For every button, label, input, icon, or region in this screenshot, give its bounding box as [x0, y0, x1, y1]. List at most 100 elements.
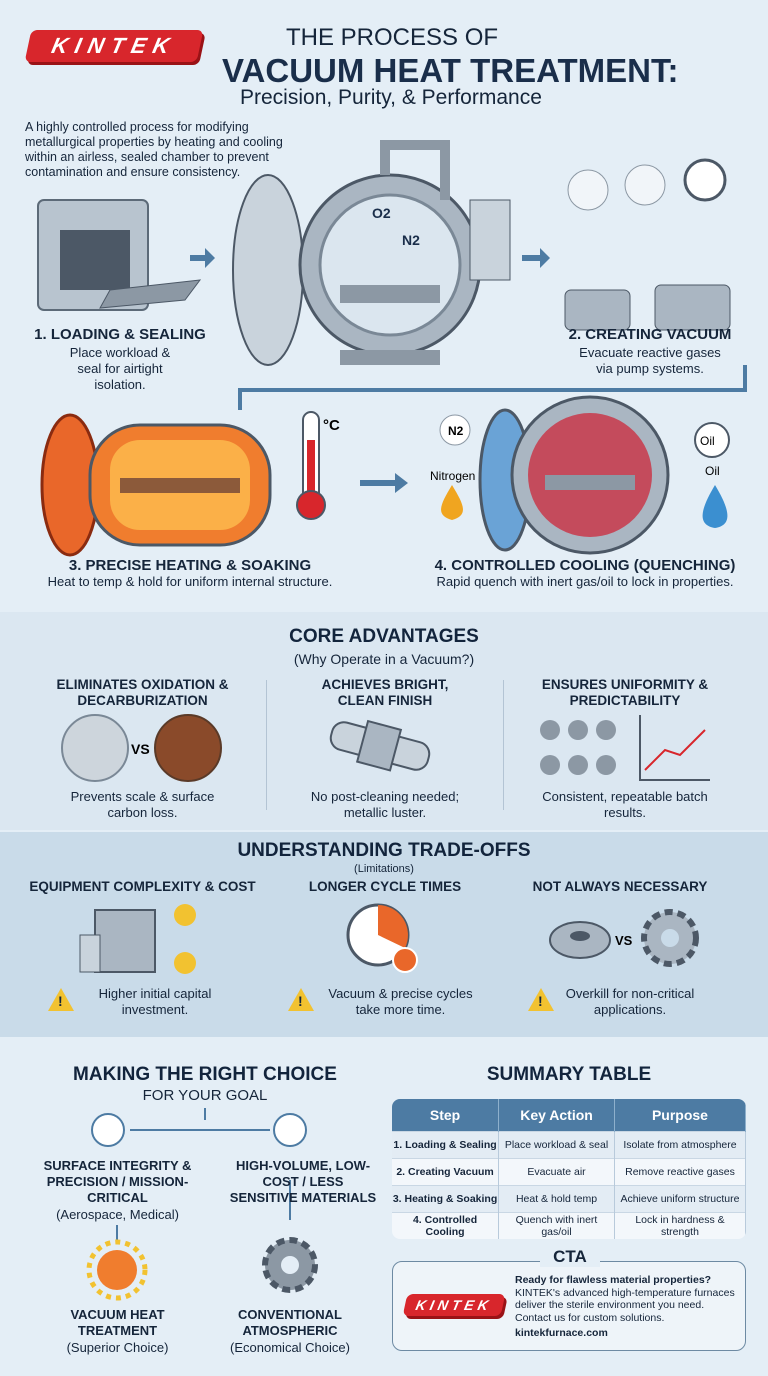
- step-title: 4. CONTROLLED COOLING (QUENCHING): [434, 557, 736, 574]
- clock-icon: [346, 903, 418, 973]
- nitrogen-label: Nitrogen: [430, 469, 475, 483]
- choice-right-result: CONVENTIONAL ATMOSPHERIC: [238, 1307, 342, 1338]
- advantages-title: CORE ADVANTAGES: [289, 626, 479, 647]
- cta-title: CTA: [540, 1247, 600, 1267]
- quench-chamber-icon: [478, 395, 670, 555]
- step-title: 3. PRECISE HEATING & SOAKING: [68, 557, 312, 574]
- vs-label: VS: [131, 741, 150, 757]
- cell: 2. Creating Vacuum: [392, 1157, 500, 1185]
- step-desc: Rapid quench with inert gas/oil to lock …: [436, 574, 734, 589]
- tradeoff-desc: Higher initial capital investment.: [98, 986, 212, 1017]
- machine-cost-icon: [79, 904, 196, 974]
- choice-left-result: VACUUM HEAT TREATMENT: [70, 1307, 165, 1338]
- step-desc: Evacuate reactive gases via pump systems…: [579, 345, 721, 376]
- column-header: Purpose: [614, 1099, 746, 1131]
- cell: 4. Controlled Cooling: [392, 1211, 500, 1239]
- tradeoffs-title: UNDERSTANDING TRADE-OFFS: [237, 840, 531, 861]
- cta-headline: Ready for flawless material properties?: [515, 1274, 712, 1286]
- vacuum-pump-icon: [564, 158, 731, 331]
- choice-left-note: (Superior Choice): [66, 1340, 169, 1355]
- warning-icon: !: [528, 988, 554, 1011]
- advantage-desc: No post-cleaning needed; metallic luster…: [310, 789, 460, 820]
- heating-furnace-icon: [40, 413, 272, 557]
- tradeoff-desc: Overkill for non-critical applications.: [565, 986, 695, 1017]
- kintek-logo: KINTEK: [24, 30, 204, 62]
- oil-bubble-label: Oil: [700, 434, 715, 448]
- tradeoff-title: LONGER CYCLE TIMES: [308, 879, 462, 894]
- title-line-1: THE PROCESS OF: [286, 24, 499, 51]
- cell: 3. Heating & Soaking: [392, 1184, 500, 1212]
- vacuum-chamber-icon: [232, 140, 511, 366]
- page-title: VACUUM HEAT TREATMENT:: [222, 52, 679, 89]
- intro-text: A highly controlled process for modifyin…: [25, 120, 283, 179]
- step-2: 2. CREATING VACUUM Evacuate reactive gase…: [545, 327, 755, 379]
- advantage-title: ELIMINATES OXIDATION & DECARBURIZATION: [56, 677, 229, 708]
- advantage-illustrations: VS: [61, 714, 710, 782]
- step-4: 4. CONTROLLED COOLING (QUENCHING)Rapid q…: [405, 558, 765, 590]
- washer-icon: [549, 921, 611, 959]
- tradeoff-illustrations: VS: [79, 903, 699, 974]
- oil-drop-icon: [441, 485, 463, 520]
- choice-left-examples: (Aerospace, Medical): [56, 1207, 179, 1222]
- o2-label: O2: [372, 205, 391, 221]
- tradeoff-title: NOT ALWAYS NECESSARY: [532, 879, 708, 894]
- column-header: Step: [392, 1099, 500, 1131]
- temp-unit-label: °C: [323, 417, 340, 434]
- thermometer-icon: [296, 411, 326, 520]
- cell: Quench with inert gas/oil: [498, 1211, 615, 1239]
- arrow-icon: [190, 248, 215, 268]
- n2-label: N2: [402, 232, 420, 248]
- warning-icon: !: [288, 988, 314, 1011]
- tradeoffs-subtitle: (Limitations): [354, 863, 414, 875]
- step-title: 1. LOADING & SEALING: [34, 326, 206, 343]
- advantage-desc: Prevents scale & surface carbon loss.: [70, 789, 215, 820]
- shiny-pipe-icon: [329, 719, 431, 772]
- gear-icon: [262, 1237, 318, 1293]
- step-1: 1. LOADING & SEALING Place workload & sea…: [20, 327, 220, 395]
- choice-left-goal: SURFACE INTEGRITY & PRECISION / MISSION-…: [43, 1158, 192, 1205]
- cell: Remove reactive gases: [614, 1157, 746, 1185]
- cell: Heat & hold temp: [498, 1184, 615, 1212]
- cell: Evacuate air: [498, 1157, 615, 1185]
- cell: Isolate from atmosphere: [614, 1130, 746, 1158]
- loading-furnace-icon: [37, 199, 202, 311]
- oil-label: Oil: [705, 464, 720, 478]
- cta-url-link[interactable]: kintekfurnace.com: [515, 1327, 608, 1339]
- choice-diagram: [86, 1108, 318, 1301]
- tradeoff-desc: Vacuum & precise cycles take more time.: [328, 986, 473, 1017]
- arrow-icon: [360, 473, 408, 493]
- summary-title: SUMMARY TABLE: [486, 1064, 652, 1085]
- water-drop-icon: [702, 485, 728, 528]
- tools-icon: [91, 1113, 125, 1147]
- choice-right-note: (Economical Choice): [230, 1340, 350, 1355]
- gears-icon: [540, 720, 616, 775]
- column-header: Key Action: [498, 1099, 615, 1131]
- cta-text: Ready for flawless material properties? …: [515, 1274, 743, 1340]
- cell: Achieve uniform structure: [614, 1184, 746, 1212]
- clean-metal-icon: [61, 714, 129, 782]
- advantages-subtitle: (Why Operate in a Vacuum?): [293, 651, 475, 667]
- gear-icon: [641, 909, 699, 967]
- cta-body: KINTEK's advanced high-temperature furna…: [515, 1286, 735, 1324]
- cell: Lock in hardness & strength: [614, 1211, 746, 1239]
- oxidized-metal-icon: [154, 714, 222, 782]
- cell: 1. Loading & Sealing: [392, 1130, 500, 1158]
- step-title: 2. CREATING VACUUM: [568, 326, 732, 343]
- warning-icon: !: [48, 988, 74, 1011]
- advantage-desc: Consistent, repeatable batch results.: [542, 789, 708, 820]
- choice-right-goal: HIGH-VOLUME, LOW-COST / LESS SENSITIVE M…: [229, 1158, 377, 1205]
- arrow-icon: [522, 248, 550, 268]
- step-desc: Heat to temp & hold for uniform internal…: [47, 574, 333, 589]
- n2-bubble-label: N2: [448, 424, 464, 438]
- advantage-title: ENSURES UNIFORMITY & PREDICTABILITY: [541, 677, 709, 708]
- process-illustrations: O2 N2 °C N2 Nitrogen Oil Oil: [37, 140, 747, 557]
- trend-chart-icon: [639, 715, 710, 781]
- sun-heat-icon: [86, 1239, 148, 1301]
- step-desc: Place workload & seal for airtight isola…: [69, 345, 171, 392]
